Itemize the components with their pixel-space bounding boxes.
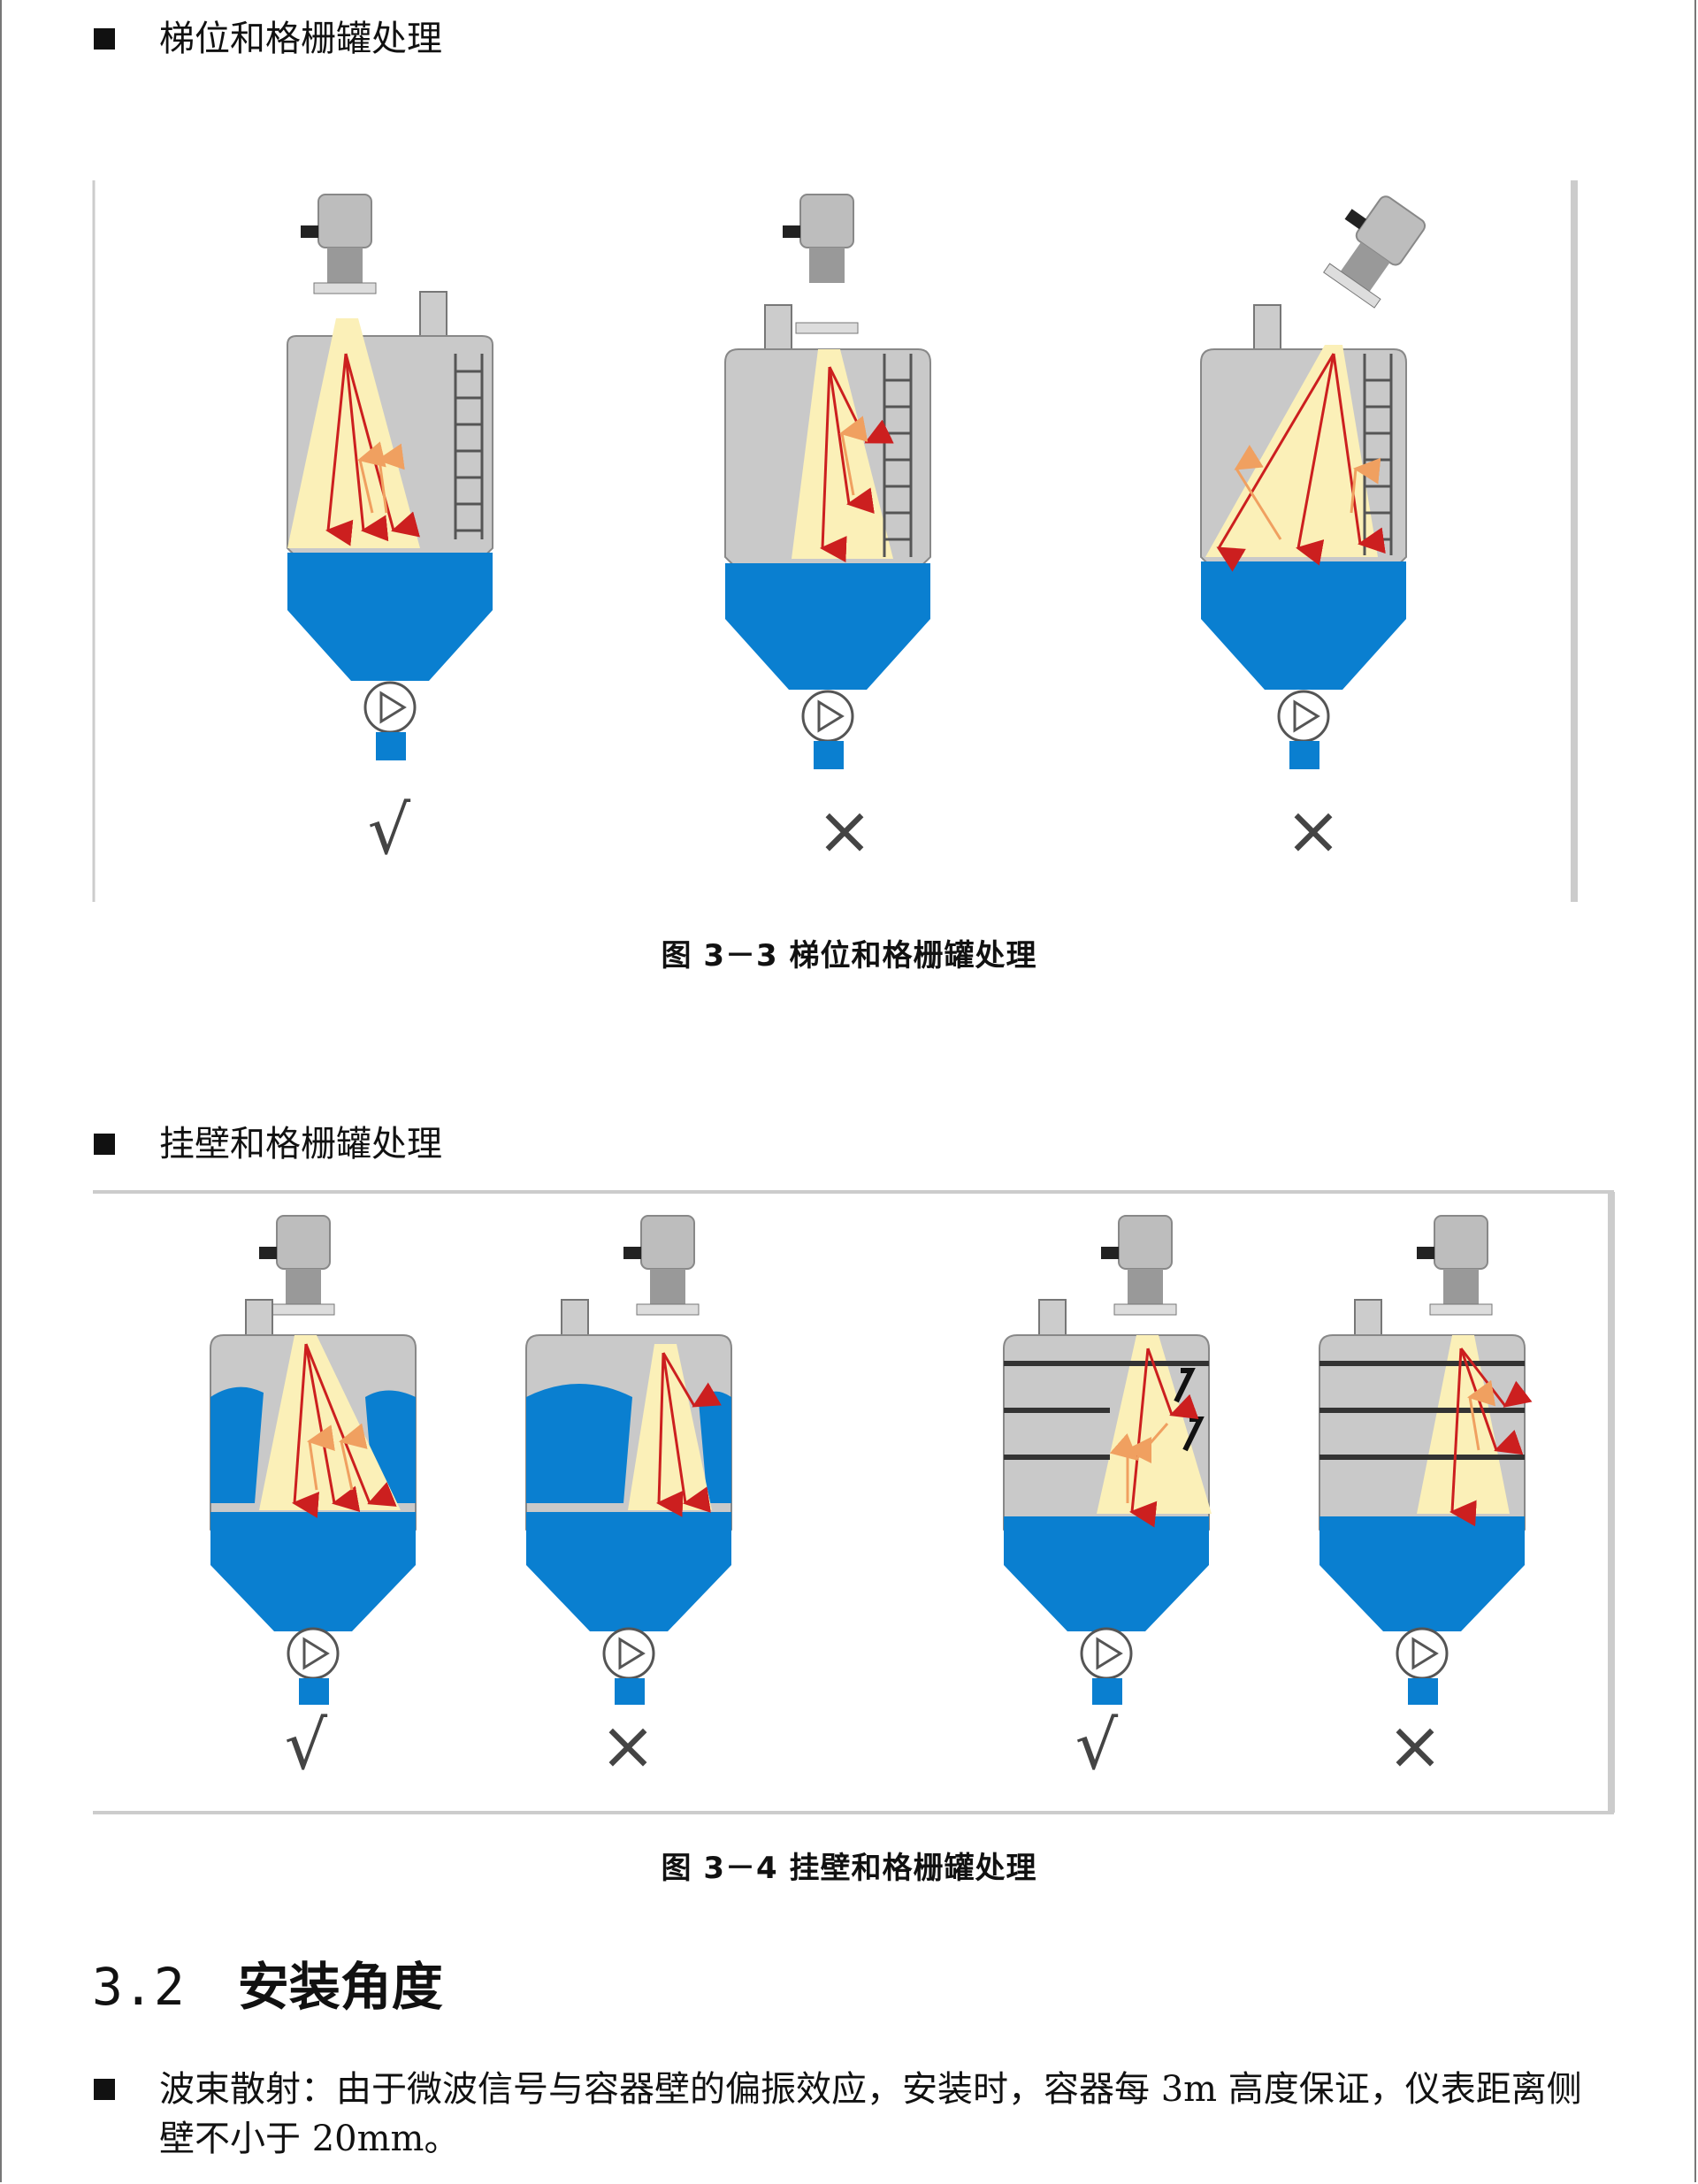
bullet-square-icon bbox=[94, 1134, 115, 1155]
figure-ladder-tanks: √ × × bbox=[92, 180, 1578, 902]
bullet-paragraph: 波束散射：由于微波信号与容器壁的偏振效应，安装时，容器每 3m 高度保证，仪表距… bbox=[94, 2065, 1615, 2164]
bullet-item-ladder: 梯位和格栅罐处理 bbox=[94, 18, 442, 60]
section-title: 安装角度 bbox=[237, 1957, 443, 2017]
bullet-item-wall: 挂壁和格栅罐处理 bbox=[94, 1123, 442, 1165]
mark-1: √ bbox=[368, 790, 411, 869]
bullet-square-icon bbox=[94, 2079, 115, 2100]
tank-b bbox=[525, 1215, 732, 1705]
mark-d: × bbox=[1387, 1706, 1443, 1784]
tank-2 bbox=[724, 194, 931, 769]
mark-a: √ bbox=[285, 1706, 328, 1784]
figure-wall-tanks: √ × √ × bbox=[93, 1190, 1615, 1814]
figure-caption-3-4: 图 3－4 挂壁和格栅罐处理 bbox=[661, 1851, 1037, 1886]
paragraph-text: 波束散射：由于微波信号与容器壁的偏振效应，安装时，容器每 3m 高度保证，仪表距… bbox=[159, 2069, 1582, 2159]
mark-2: × bbox=[816, 790, 873, 869]
section-heading: 3.2 安装角度 bbox=[92, 1945, 443, 2020]
tank-3 bbox=[1200, 195, 1426, 769]
tank-1 bbox=[287, 194, 493, 760]
bullet-text: 梯位和格栅罐处理 bbox=[159, 19, 442, 59]
tank-d bbox=[1319, 1215, 1533, 1705]
tank-a bbox=[210, 1215, 417, 1705]
mark-b: × bbox=[600, 1706, 656, 1784]
tank-c bbox=[1003, 1215, 1212, 1705]
figure-caption-3-3: 图 3－3 梯位和格栅罐处理 bbox=[661, 938, 1037, 974]
section-number: 3.2 bbox=[92, 1957, 185, 2017]
mark-3: × bbox=[1285, 790, 1342, 869]
bullet-text: 挂壁和格栅罐处理 bbox=[159, 1124, 442, 1165]
mark-c: √ bbox=[1075, 1706, 1119, 1784]
bullet-square-icon bbox=[94, 28, 115, 50]
